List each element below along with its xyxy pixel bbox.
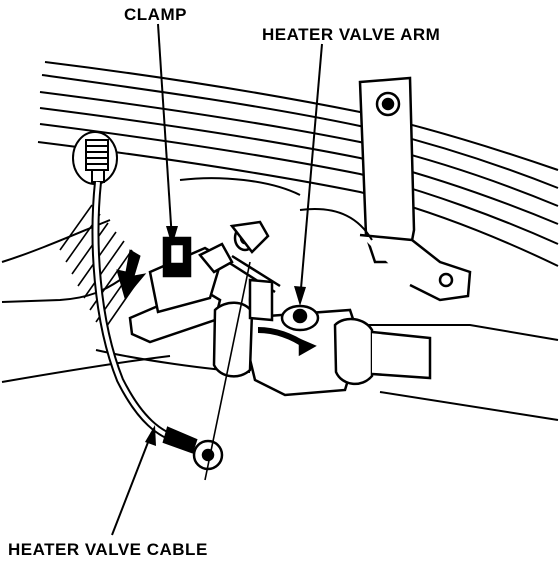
heater-valve-cable	[91, 181, 182, 444]
heater-valve-body	[212, 278, 432, 397]
clamp-leader-line	[157, 23, 178, 246]
heater-valve-arm-label: HEATER VALVE ARM	[262, 25, 441, 44]
heater-valve-cable-leader-line	[111, 425, 156, 536]
cable-end-fitting	[72, 131, 118, 185]
clamp-part	[128, 236, 234, 344]
hose-bundle	[37, 61, 559, 267]
cable-eyelet	[162, 426, 224, 471]
mounting-bracket	[358, 76, 472, 302]
cable-end-leader-line	[204, 261, 251, 481]
heater-valve-cable-label: HEATER VALVE CABLE	[8, 540, 208, 559]
clamp-motion-arrow	[116, 249, 147, 300]
heater-valve-arm-leader-line	[294, 43, 323, 306]
clamp-label: CLAMP	[124, 5, 187, 24]
cable-nut	[229, 220, 270, 254]
